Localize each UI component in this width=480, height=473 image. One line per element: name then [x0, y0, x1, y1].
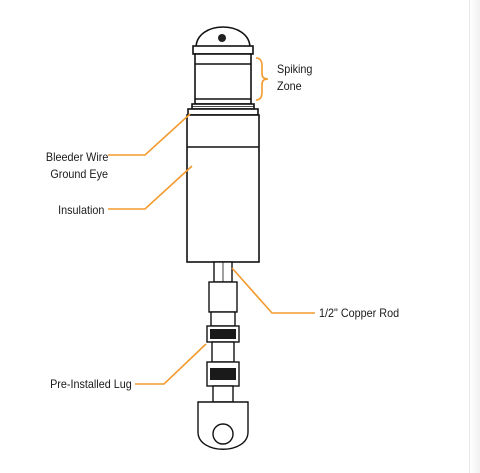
label-lug: Pre-Installed Lug: [50, 377, 132, 391]
spiking-cap: [192, 26, 254, 55]
frame-edge: [469, 0, 480, 473]
label-spiking-zone-2: Zone: [277, 79, 302, 93]
leader-bleeder-wire: [108, 113, 191, 156]
label-spiking-zone-1: Spiking: [277, 62, 313, 76]
label-bleeder-wire-1: Bleeder Wire: [45, 150, 108, 164]
label-insulation: Insulation: [57, 203, 104, 217]
spiking-zone-body: [187, 53, 259, 116]
label-copper-rod: 1/2" Copper Rod: [319, 306, 400, 320]
label-bleeder-wire-2: Ground Eye: [50, 167, 108, 181]
leader-lug: [135, 343, 207, 385]
leader-lines: [108, 113, 315, 385]
leader-copper-rod: [231, 267, 315, 314]
insulation-body: [186, 114, 260, 263]
pre-installed-lug: [197, 311, 249, 450]
leader-insulation: [108, 165, 193, 210]
spiking-zone-bracket: [255, 57, 269, 101]
